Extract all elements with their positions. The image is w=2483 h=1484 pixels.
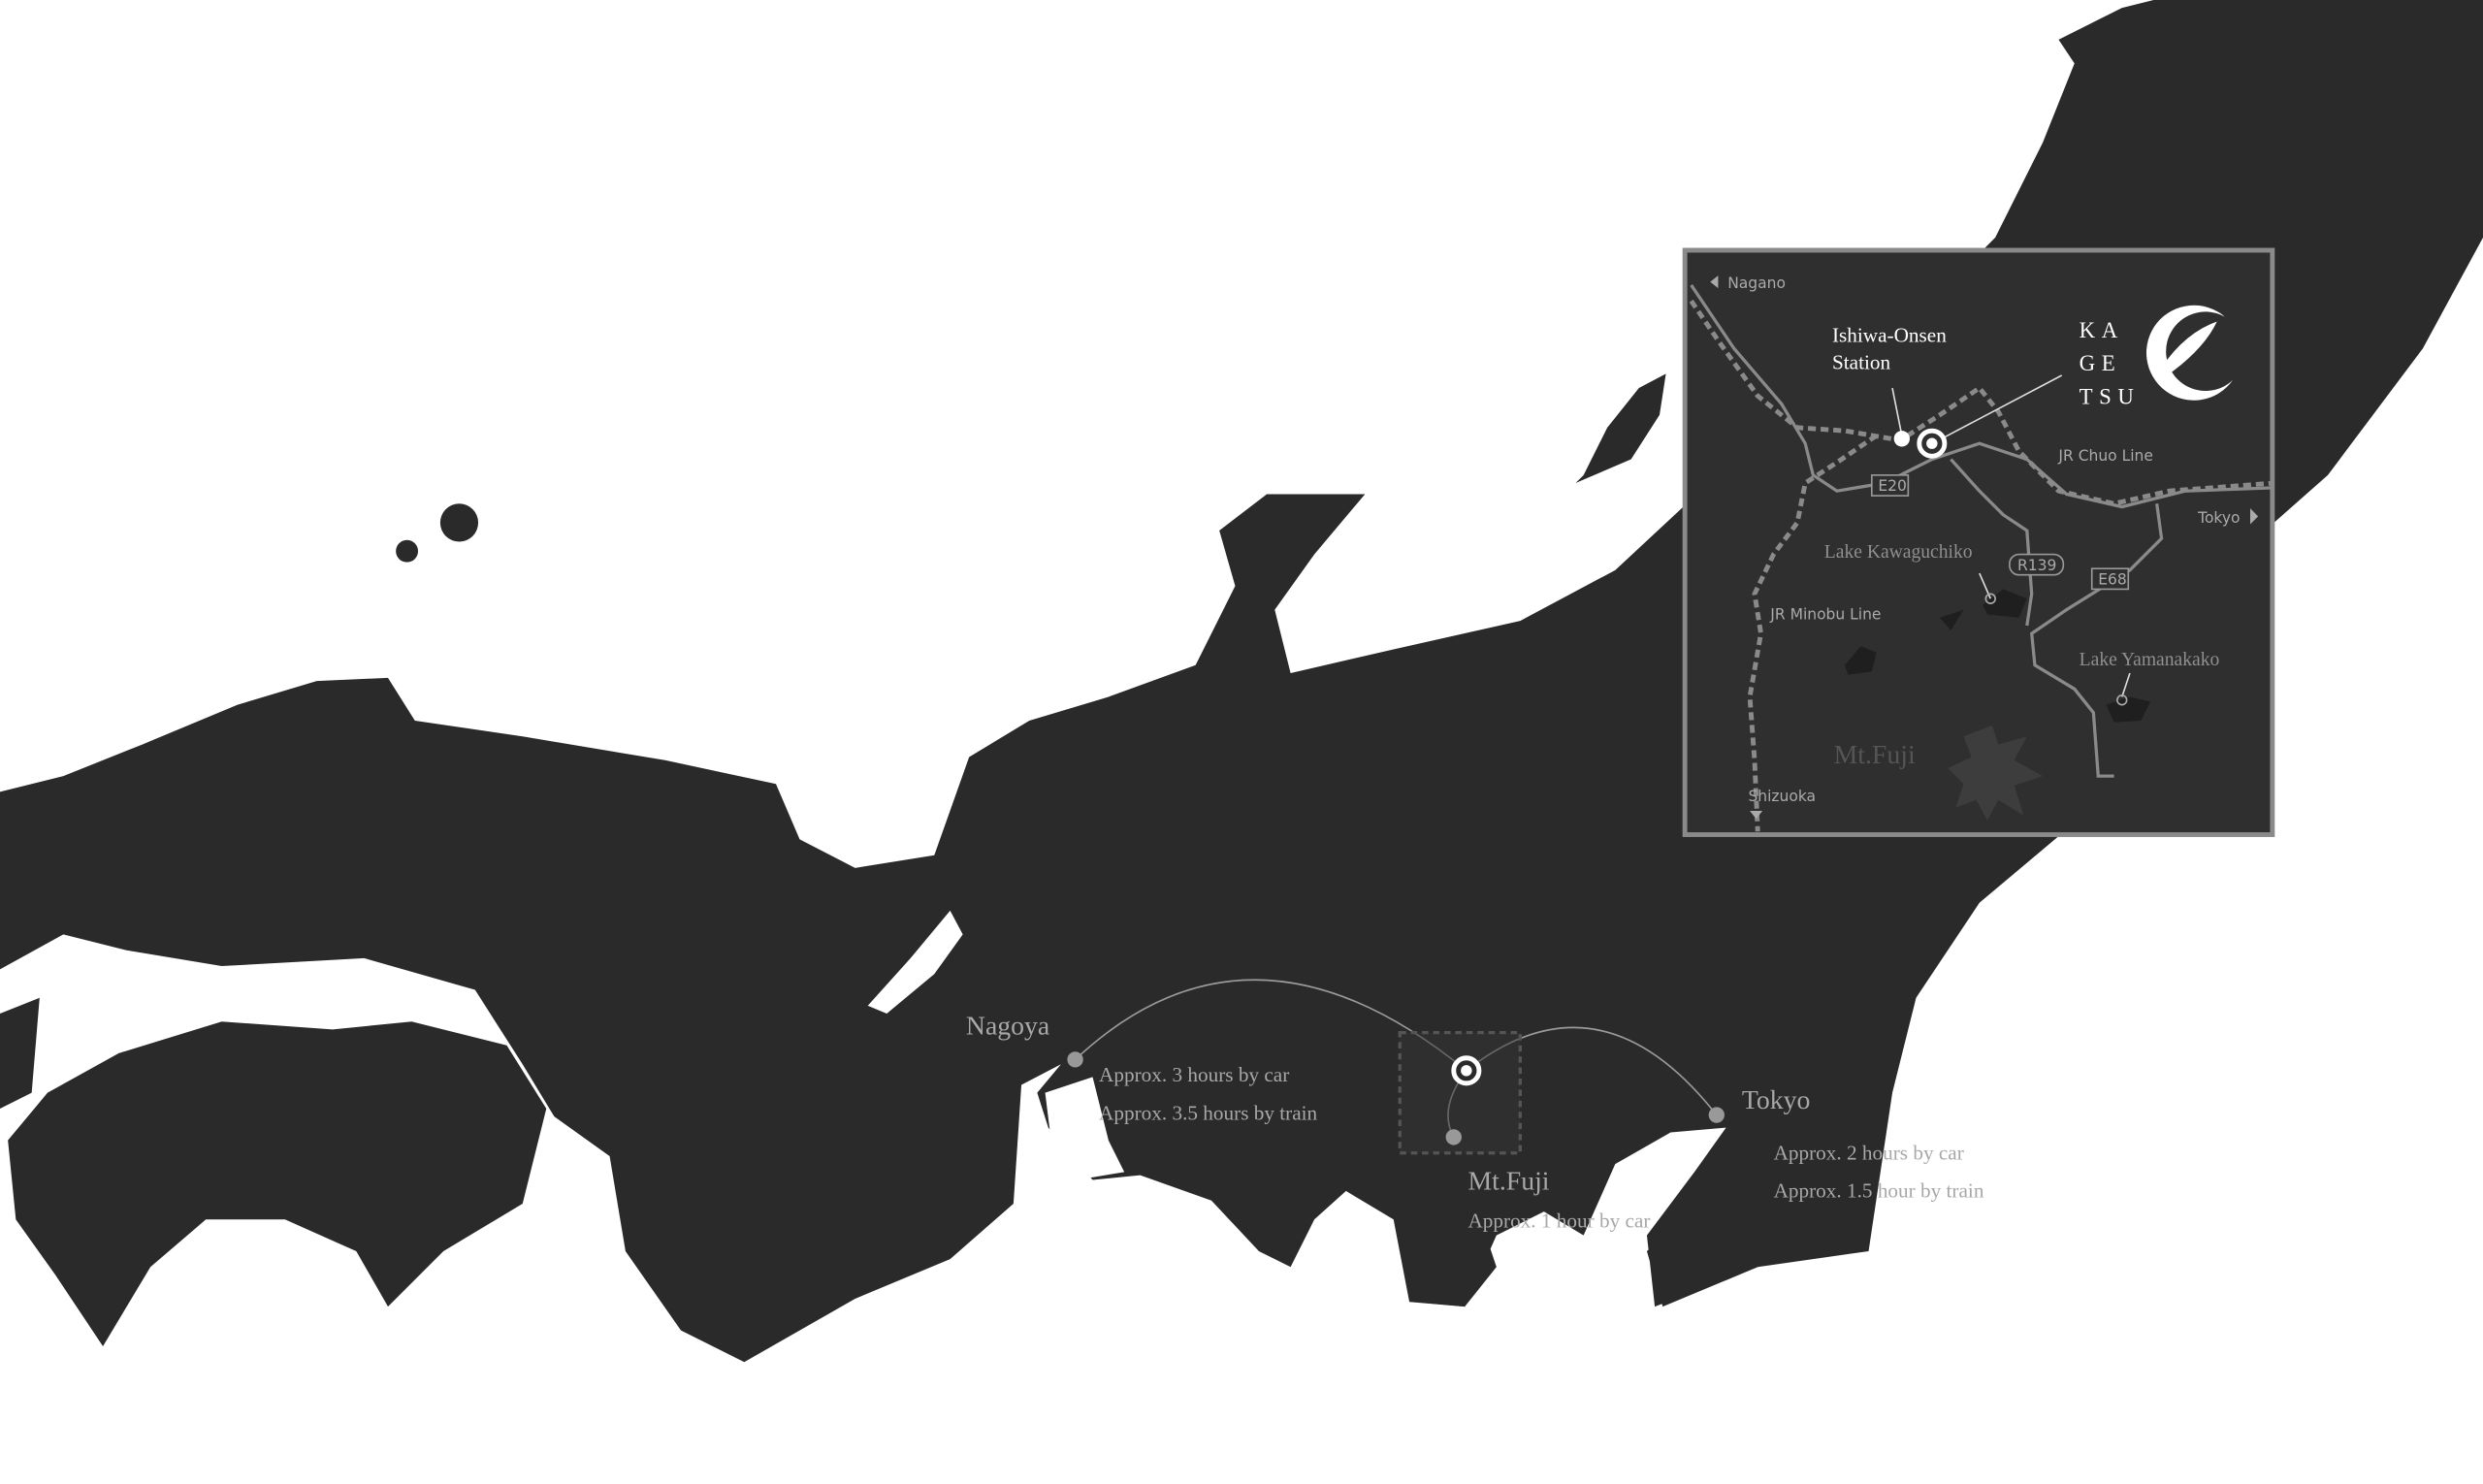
travel-time: Approx. 3 hours by car (1099, 1063, 1289, 1086)
oki-island-small (396, 539, 419, 563)
road-badge-r139: R139 (2009, 553, 2065, 576)
brand-name: KA (2080, 318, 2124, 342)
brand-name: TSU (2080, 384, 2141, 408)
lake-kawaguchiko-shape (1940, 589, 2027, 630)
travel-time: Approx. 1 hour by car (1467, 1209, 1650, 1232)
kagetsu-location-marker[interactable] (1451, 1055, 1482, 1086)
fuji-dot[interactable] (1445, 1129, 1462, 1145)
boso-peninsula (1646, 1172, 1790, 1307)
kagetsu-inset-marker[interactable] (1917, 428, 1948, 459)
route-nagoya (1075, 979, 1467, 1072)
lake-label-kawaguchiko: Lake Kawaguchiko (1824, 542, 1973, 563)
rail-label-chuo: JR Chuo Line (2057, 447, 2152, 465)
travel-time: Approx. 3.5 hours by train (1099, 1101, 1318, 1124)
mountain-label-fuji: Mt.Fuji (1834, 740, 1916, 770)
shizuoka-arrow-icon (1750, 811, 1763, 820)
road-badge-e20: E20 (1870, 474, 1910, 497)
station-label: Ishiwa-Onsen (1832, 324, 1947, 347)
city-label-mt-fuji: Mt.Fuji (1467, 1166, 1549, 1196)
lake-yamanakako-shape (2106, 696, 2151, 723)
tokyo-arrow-icon (2250, 508, 2259, 525)
nagano-arrow-icon (1710, 275, 1719, 289)
travel-time: Approx. 1.5 hour by train (1774, 1178, 1984, 1202)
rail-lines (1689, 299, 2274, 832)
lake-yamanakako-dot (2116, 694, 2128, 706)
lake-kawaguchiko-dot (1984, 593, 1996, 604)
lake-biwa (867, 910, 963, 1015)
mt-fuji-summit-icon (1948, 725, 2044, 821)
lake-saiko-shape (1845, 646, 1877, 675)
lake-label-yamanakako: Lake Yamanakako (2080, 650, 2220, 670)
northeast-honshu (1683, 0, 2483, 523)
ishiwa-onsen-station-dot[interactable] (1893, 431, 1910, 447)
brand-name: GE (2080, 351, 2122, 375)
svg-text:E20: E20 (1878, 477, 1907, 495)
kagetsu-logo (2145, 305, 2234, 401)
kyushu (0, 997, 40, 1110)
inset-map: Nagano Tokyo Shizuoka JR Chuo Line JR Mi… (1682, 247, 2275, 837)
izu-peninsula (1409, 1211, 1497, 1307)
roads (1690, 284, 2274, 778)
city-label-nagoya: Nagoya (966, 1011, 1049, 1041)
direction-tokyo: Tokyo (2197, 509, 2240, 527)
direction-shizuoka: Shizuoka (1748, 788, 1816, 805)
tokyo-dot[interactable] (1708, 1107, 1725, 1123)
oki-island (439, 503, 479, 542)
awaji-island (562, 1048, 650, 1125)
rail-label-minobu: JR Minobu Line (1769, 605, 1881, 623)
city-label-tokyo: Tokyo (1742, 1085, 1811, 1115)
nagoya-dot[interactable] (1067, 1051, 1083, 1068)
shikoku (8, 1021, 547, 1346)
direction-nagano: Nagano (1727, 274, 1786, 292)
station-label: Station (1832, 350, 1891, 373)
svg-text:R139: R139 (2017, 557, 2056, 574)
road-badge-e68: E68 (2090, 567, 2130, 591)
sado-island (1575, 373, 1666, 484)
honshu-landmass (0, 494, 2059, 1363)
svg-text:E68: E68 (2098, 571, 2127, 589)
travel-time: Approx. 2 hours by car (1774, 1141, 1964, 1164)
ise-bay (1045, 1077, 1125, 1180)
